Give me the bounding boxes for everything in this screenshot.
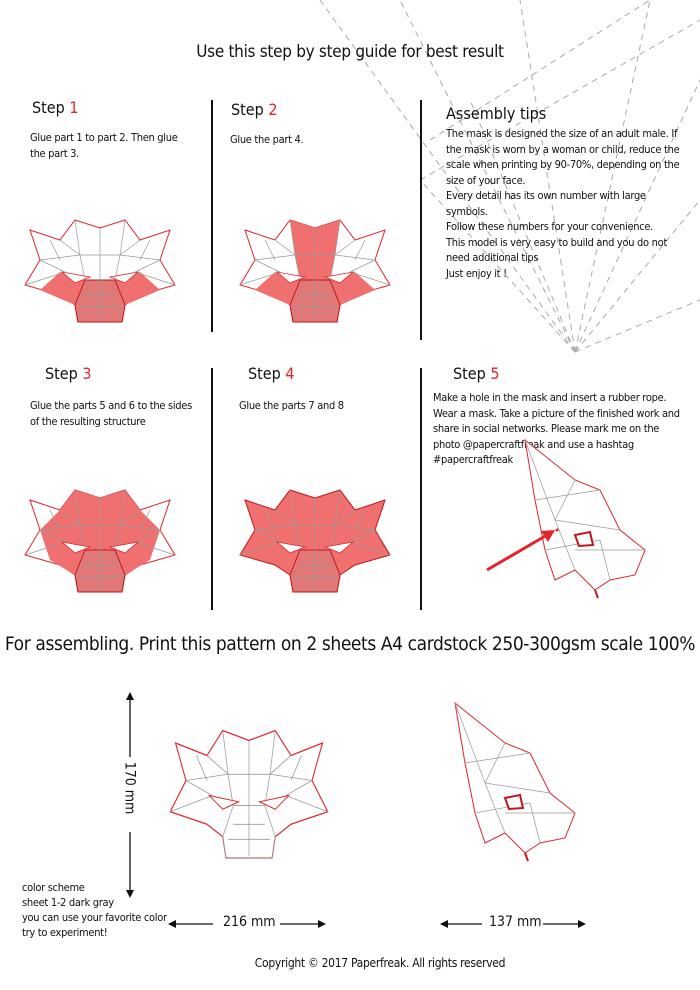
color-scheme-note: color scheme sheet 1-2 dark gray you can… <box>22 880 167 940</box>
side-mask-pattern <box>454 702 576 862</box>
copyright: Copyright © 2017 Paperfreak. All rights … <box>254 956 506 970</box>
note-line: sheet 1-2 dark gray <box>22 896 114 909</box>
step-label: Step <box>453 364 486 383</box>
height-dimension: 170 mm <box>121 761 138 815</box>
side-mask-step-5-illustration <box>524 439 646 599</box>
tip-line: Every detail has its own number with lar… <box>446 189 646 218</box>
step-5-heading: Step 5 <box>453 364 500 383</box>
mask-step-4-illustration <box>239 489 391 593</box>
step-number: 5 <box>490 364 500 383</box>
step-label: Step <box>45 364 78 383</box>
step-5-text: Make a hole in the mask and insert a rub… <box>433 391 680 466</box>
tip-line: The mask is designed the size of an adul… <box>446 127 680 187</box>
mask-step-2-illustration <box>239 219 391 323</box>
step-4-text: Glue the parts 7 and 8 <box>239 399 344 412</box>
step-2-heading: Step 2 <box>231 100 278 119</box>
mask-step-3-illustration <box>24 489 176 593</box>
arrow-icon <box>486 530 555 572</box>
tip-line: This model is very easy to build and you… <box>446 235 667 265</box>
width-dimension-front: 216 mm <box>223 914 276 930</box>
front-mask-pattern <box>169 729 329 859</box>
note-line: color scheme <box>22 881 85 894</box>
step-number: 3 <box>82 364 92 383</box>
step-1-heading: Step 1 <box>32 98 79 117</box>
print-heading: For assembling. Print this pattern on 2 … <box>4 633 696 655</box>
divider <box>420 100 422 340</box>
step-2-text: Glue the part 4. <box>230 133 304 146</box>
width-dimension-side: 137 mm <box>489 914 542 930</box>
tip-line: Just enjoy it ! <box>446 266 507 280</box>
width-arrow-front <box>168 920 326 928</box>
step-3-text: Glue the parts 5 and 6 to the sides of t… <box>30 399 192 428</box>
step-1-text: Glue part 1 to part 2. Then glue the par… <box>30 131 178 160</box>
step-4-heading: Step 4 <box>248 364 295 383</box>
step-number: 4 <box>285 364 295 383</box>
page-title: Use this step by step guide for best res… <box>196 42 504 62</box>
divider <box>211 100 213 332</box>
step-3-heading: Step 3 <box>45 364 92 383</box>
note-line: try to experiment! <box>22 926 108 939</box>
width-arrow-side <box>440 920 586 928</box>
tips-heading: Assembly tips <box>446 104 547 123</box>
step-label: Step <box>248 364 281 383</box>
tips-text: The mask is designed the size of an adul… <box>446 126 686 281</box>
tip-line: Follow these numbers for your convenienc… <box>446 220 654 233</box>
step-label: Step <box>32 98 65 117</box>
step-number: 1 <box>69 98 79 117</box>
note-line: you can use your favorite color <box>22 911 167 924</box>
divider <box>420 368 422 610</box>
mask-step-1-illustration <box>24 219 176 323</box>
step-number: 2 <box>268 100 278 119</box>
step-label: Step <box>231 100 264 119</box>
divider <box>211 368 213 610</box>
height-arrow <box>126 692 134 898</box>
